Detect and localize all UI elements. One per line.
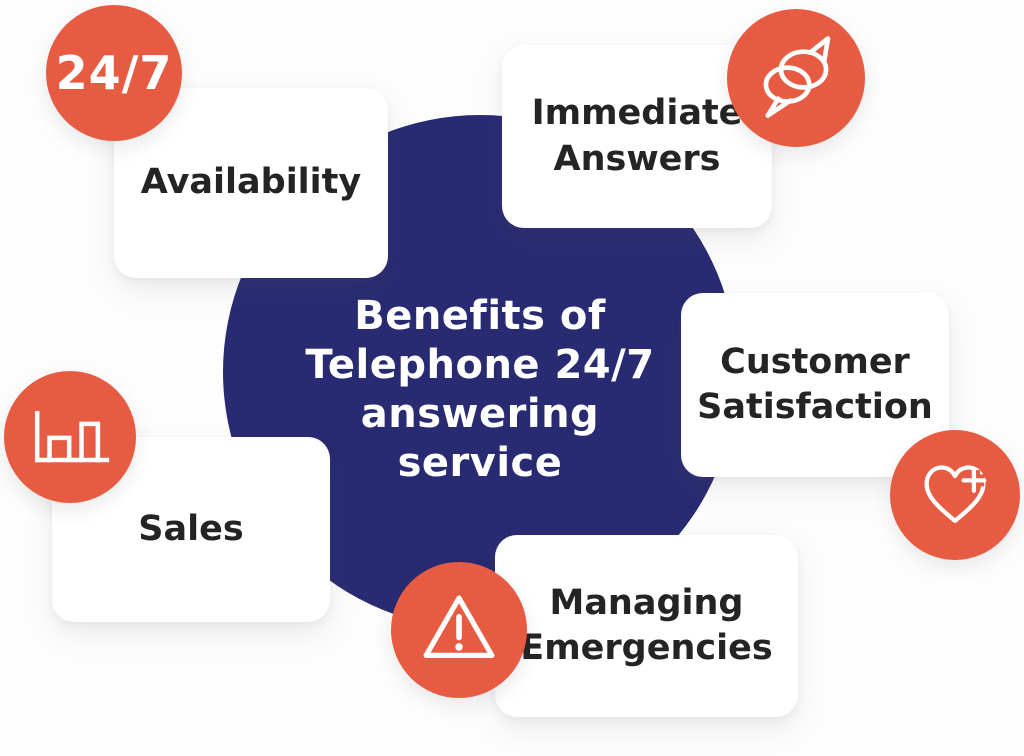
diagram-title: Benefits of Telephone 24/7 answering ser…: [305, 293, 655, 486]
badge-immediate-answers: [727, 9, 865, 147]
badge-managing-emergencies: [391, 562, 527, 698]
badge-24-7: 24/7: [46, 5, 182, 141]
heart-plus-icon: [924, 465, 987, 523]
chat-bubbles-icon: [763, 36, 831, 118]
badge-sales: [4, 371, 136, 503]
card-managing-emergencies-label: Managing Emergencies: [520, 582, 773, 669]
card-sales-label: Sales: [138, 508, 244, 549]
badge-customer-satisfaction: [890, 430, 1020, 560]
card-managing-emergencies: Managing Emergencies: [495, 535, 798, 717]
card-customer-satisfaction: Customer Satisfaction: [681, 293, 949, 477]
badge-24-7-text: 24/7: [55, 46, 173, 100]
card-availability-label: Availability: [140, 162, 362, 203]
warning-triangle-icon: [423, 595, 495, 658]
card-customer-satisfaction-label: Customer Satisfaction: [697, 341, 933, 428]
card-immediate-answers-label: Immediate Answers: [531, 93, 743, 179]
bar-chart-icon: [34, 410, 110, 463]
